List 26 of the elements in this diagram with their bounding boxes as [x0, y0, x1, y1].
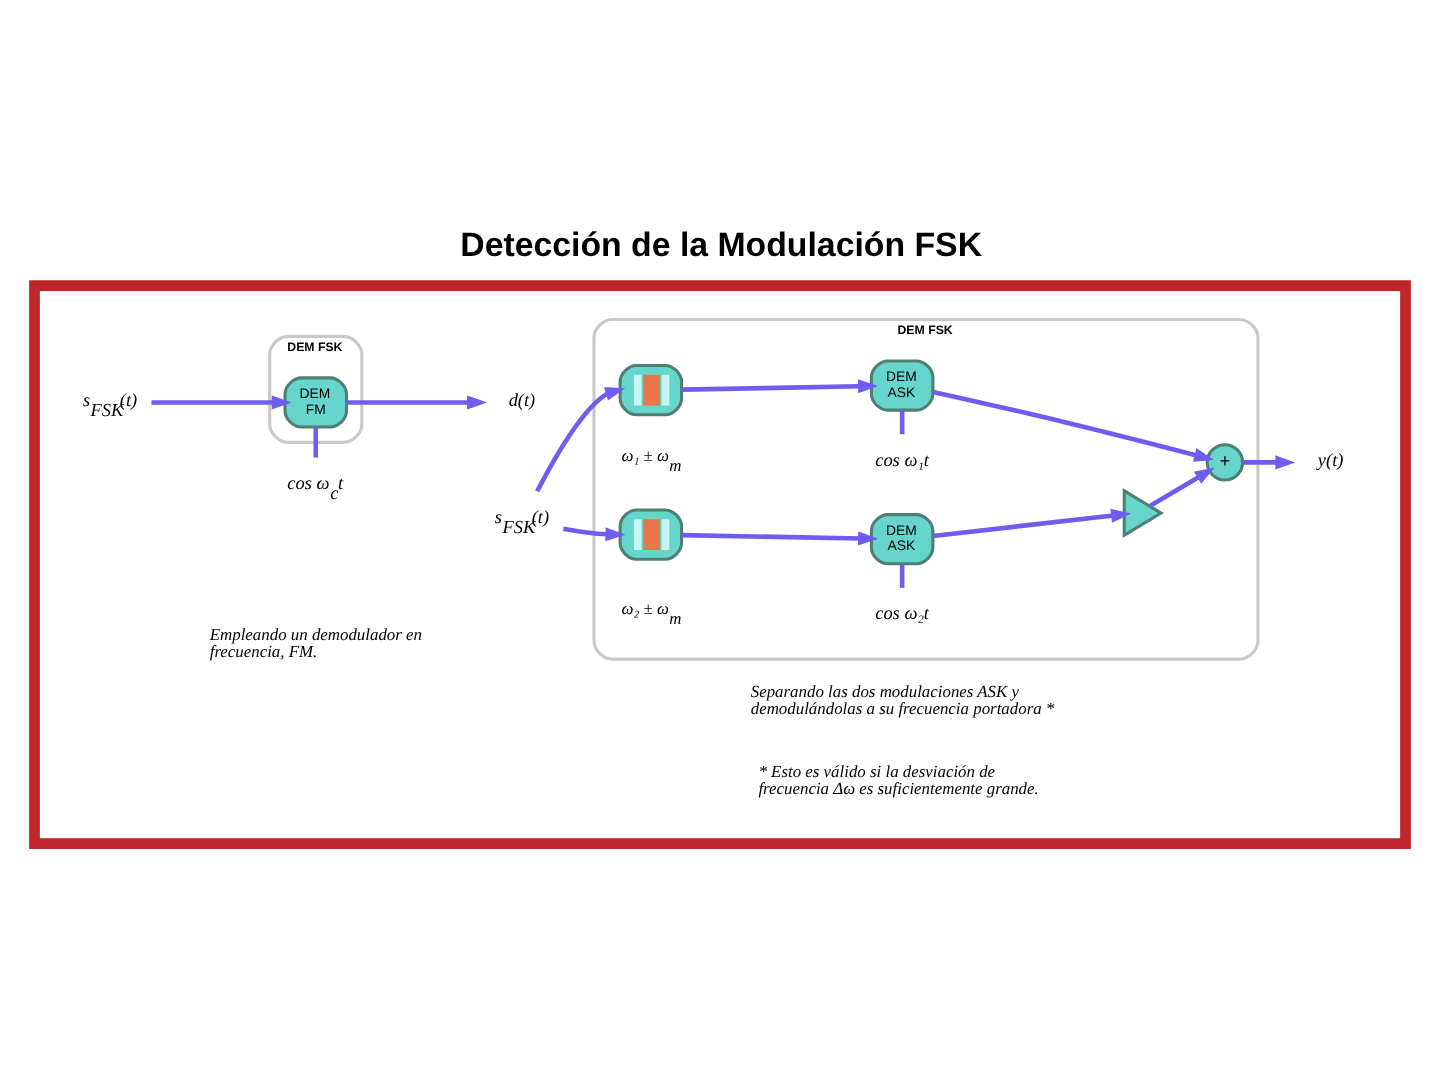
connector	[899, 410, 905, 435]
arrow	[681, 531, 879, 546]
node-triangle	[1122, 488, 1165, 539]
arrow	[932, 389, 1215, 462]
label: * Esto es válido si la desviación de frecuencia Δω es suficientemente grande.	[758, 761, 1039, 799]
arrow	[1242, 455, 1296, 470]
arrow	[681, 379, 879, 394]
node-box	[618, 508, 684, 561]
node-text: d(t)	[508, 389, 536, 410]
arrow	[535, 387, 626, 493]
node-circle: +	[1205, 443, 1245, 482]
arrow	[1148, 467, 1215, 509]
label: Empleando un demodulador en frecuencia, FM.	[209, 624, 423, 662]
arrow	[932, 508, 1132, 539]
cluster	[29, 280, 1411, 849]
diagram-title: Detección de la Modulación FSK	[460, 225, 983, 264]
arrow	[151, 395, 292, 410]
node-box	[618, 364, 684, 417]
label: Separando las dos modulaciones ASK y demodulándolas a su frecuencia portadora *	[750, 681, 1055, 719]
node-text: cos ω₁t	[875, 449, 929, 470]
node-text: y(t)	[1317, 449, 1344, 470]
arrow	[562, 526, 626, 542]
connector	[899, 564, 905, 588]
connector	[313, 427, 319, 458]
node-text: cos ω₂t	[875, 603, 929, 624]
arrow	[346, 395, 488, 410]
